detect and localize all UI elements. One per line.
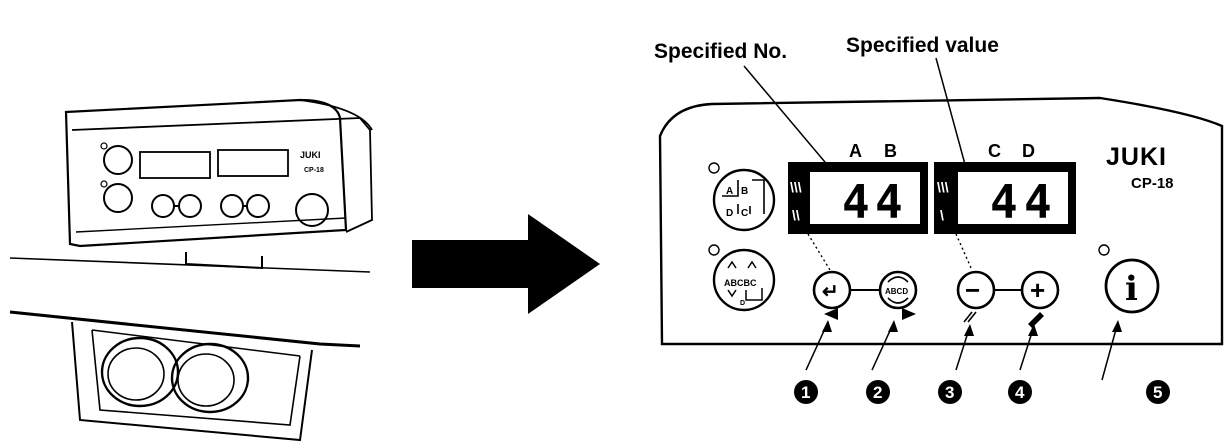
small-panel-model: CP-18 <box>304 167 324 174</box>
display-digit-1: 4 <box>842 175 870 229</box>
led-indicator-3 <box>1098 244 1110 256</box>
minus-button[interactable] <box>956 270 996 310</box>
svg-text:\\\: \\\ <box>790 179 802 195</box>
abcd-select-button[interactable] <box>878 270 918 310</box>
model-label: CP-18 <box>1131 175 1174 192</box>
pedal-knobs <box>100 336 250 414</box>
svg-text:D: D <box>740 300 745 307</box>
led-indicator-1 <box>708 162 720 174</box>
info-icon: i <box>1125 269 1138 309</box>
callout-number-3: 3 <box>945 383 954 402</box>
specified-value-leader <box>935 57 967 169</box>
callout-marker-3 <box>938 380 962 404</box>
reset-icon <box>963 311 977 323</box>
display-letter-c: C <box>988 141 1001 161</box>
display-letter-a: A <box>849 141 862 161</box>
svg-text:\\: \\ <box>792 207 800 223</box>
svg-text:\: \ <box>940 207 944 223</box>
display-letter-d: D <box>1022 141 1035 161</box>
svg-text:D: D <box>726 208 733 219</box>
specified-no-label: Specified No. <box>654 40 787 63</box>
specified-value-label: Specified value <box>846 34 999 57</box>
brand-logo: JUKI <box>1106 143 1167 171</box>
enter-icon: ↵ <box>822 281 839 303</box>
svg-text:C: C <box>741 208 748 219</box>
callout-marker-1 <box>794 380 818 404</box>
information-button[interactable] <box>1104 258 1160 314</box>
svg-text:ABCBC: ABCBC <box>724 278 757 288</box>
callout-number-5: 5 <box>1153 383 1162 402</box>
abcd-icon: ABCD <box>885 287 908 296</box>
svg-text:A: A <box>726 186 733 197</box>
display-digit-2: 4 <box>875 175 903 229</box>
machine-illustration <box>9 98 373 442</box>
callout-number-1: 1 <box>801 383 810 402</box>
minus-icon: − <box>965 275 980 305</box>
callout-marker-4 <box>1008 380 1032 404</box>
svg-text:B: B <box>741 186 748 197</box>
display-specified-no: \\\ \\ <box>788 162 928 234</box>
specified-no-leader <box>743 65 831 169</box>
callout-marker-2 <box>866 380 890 404</box>
display-digit-3: 4 <box>990 175 1018 229</box>
enter-button[interactable] <box>812 270 852 310</box>
small-control-box <box>64 98 373 270</box>
plus-icon: + <box>1030 275 1045 305</box>
right-triangle-icon <box>902 308 916 320</box>
callout-number-4: 4 <box>1015 383 1025 402</box>
callout-leaders <box>805 320 1122 381</box>
display-letter-b: B <box>884 141 897 161</box>
right-arrow <box>412 214 600 314</box>
display-digit-4: 4 <box>1024 175 1052 229</box>
callout-marker-5 <box>1146 380 1170 404</box>
callout-number-2: 2 <box>873 383 882 402</box>
pattern-button-abcd[interactable]: A B D C <box>712 168 776 232</box>
plus-button[interactable] <box>1020 270 1060 310</box>
led-indicator-2 <box>708 244 720 256</box>
display-specified-value: \\\ \ <box>934 162 1076 234</box>
small-panel-brand: JUKI <box>300 150 321 160</box>
svg-text:\\\: \\\ <box>937 179 949 195</box>
left-triangle-icon <box>824 308 838 320</box>
pencil-icon <box>1028 312 1044 328</box>
pattern-button-multi[interactable]: ABCBC D <box>712 248 776 312</box>
